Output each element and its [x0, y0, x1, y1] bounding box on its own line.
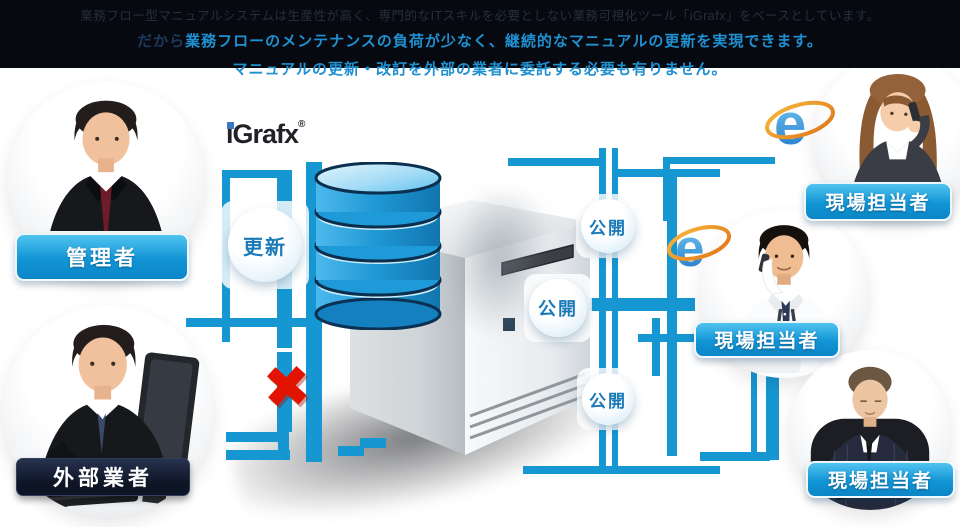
flow-line [523, 466, 720, 474]
update-badge-text: 更新 [228, 208, 302, 282]
publish-badge-text: 公開 [582, 373, 634, 425]
field-staff-top-label: 現場担当者 [804, 182, 952, 221]
flow-line [186, 318, 318, 327]
flow-line [226, 432, 278, 442]
banner-line3: マニュアルの更新・改訂を外部の業者に委託する必要も有りません。 [232, 61, 728, 78]
flow-line [766, 372, 779, 460]
ie-browser-icon: e [765, 92, 835, 157]
flow-line [638, 334, 698, 342]
flow-line [612, 148, 618, 474]
flow-line [667, 170, 677, 456]
ie-browser-icon: e [666, 219, 732, 278]
publish-badge-middle: 公開 [524, 274, 592, 342]
flow-line [222, 170, 292, 178]
server-power-button [503, 318, 515, 331]
database-illustration [314, 162, 442, 330]
flow-line [226, 450, 290, 460]
igrafx-logo-dot [227, 122, 234, 129]
publish-badge-text: 公開 [529, 279, 587, 337]
igrafx-logo: iGrafx® [226, 119, 305, 150]
ie-e-glyph: e [774, 92, 806, 157]
flow-line [663, 157, 775, 164]
update-badge: 更新 [221, 201, 309, 289]
banner-line2-main: 業務フローのメンテナンスの負荷が少なく、継続的なマニュアルの更新を実現できます。 [185, 33, 823, 50]
banner-line2: だから業務フローのメンテナンスの負荷が少なく、継続的なマニュアルの更新を実現でき… [0, 30, 960, 51]
flow-line [652, 318, 660, 376]
field-staff-bottom-label: 現場担当者 [806, 461, 955, 498]
publish-badge-bottom: 公開 [577, 368, 639, 430]
banner-line1: 業務フロー型マニュアルシステムは生産性が高く、専門的なITスキルを必要としない業… [80, 9, 880, 23]
vendor-label: 外部業者 [16, 458, 190, 496]
publish-badge-text: 公開 [581, 199, 635, 253]
flow-line [700, 452, 770, 461]
flow-line [663, 157, 670, 221]
flow-line [508, 158, 604, 166]
header-banner: 業務フロー型マニュアルシステムは生産性が高く、専門的なITスキルを必要としない業… [0, 0, 960, 78]
field-staff-middle-label: 現場担当者 [694, 321, 840, 358]
flow-line [751, 362, 757, 460]
flow-line [599, 148, 606, 474]
igrafx-logo-text: iGrafx [226, 119, 299, 149]
admin-label: 管理者 [15, 233, 189, 281]
registered-mark: ® [298, 119, 305, 130]
banner-line2-prefix: だから [137, 33, 186, 50]
blocked-x-icon: ✖ [261, 353, 313, 422]
publish-badge-top: 公開 [576, 194, 640, 258]
